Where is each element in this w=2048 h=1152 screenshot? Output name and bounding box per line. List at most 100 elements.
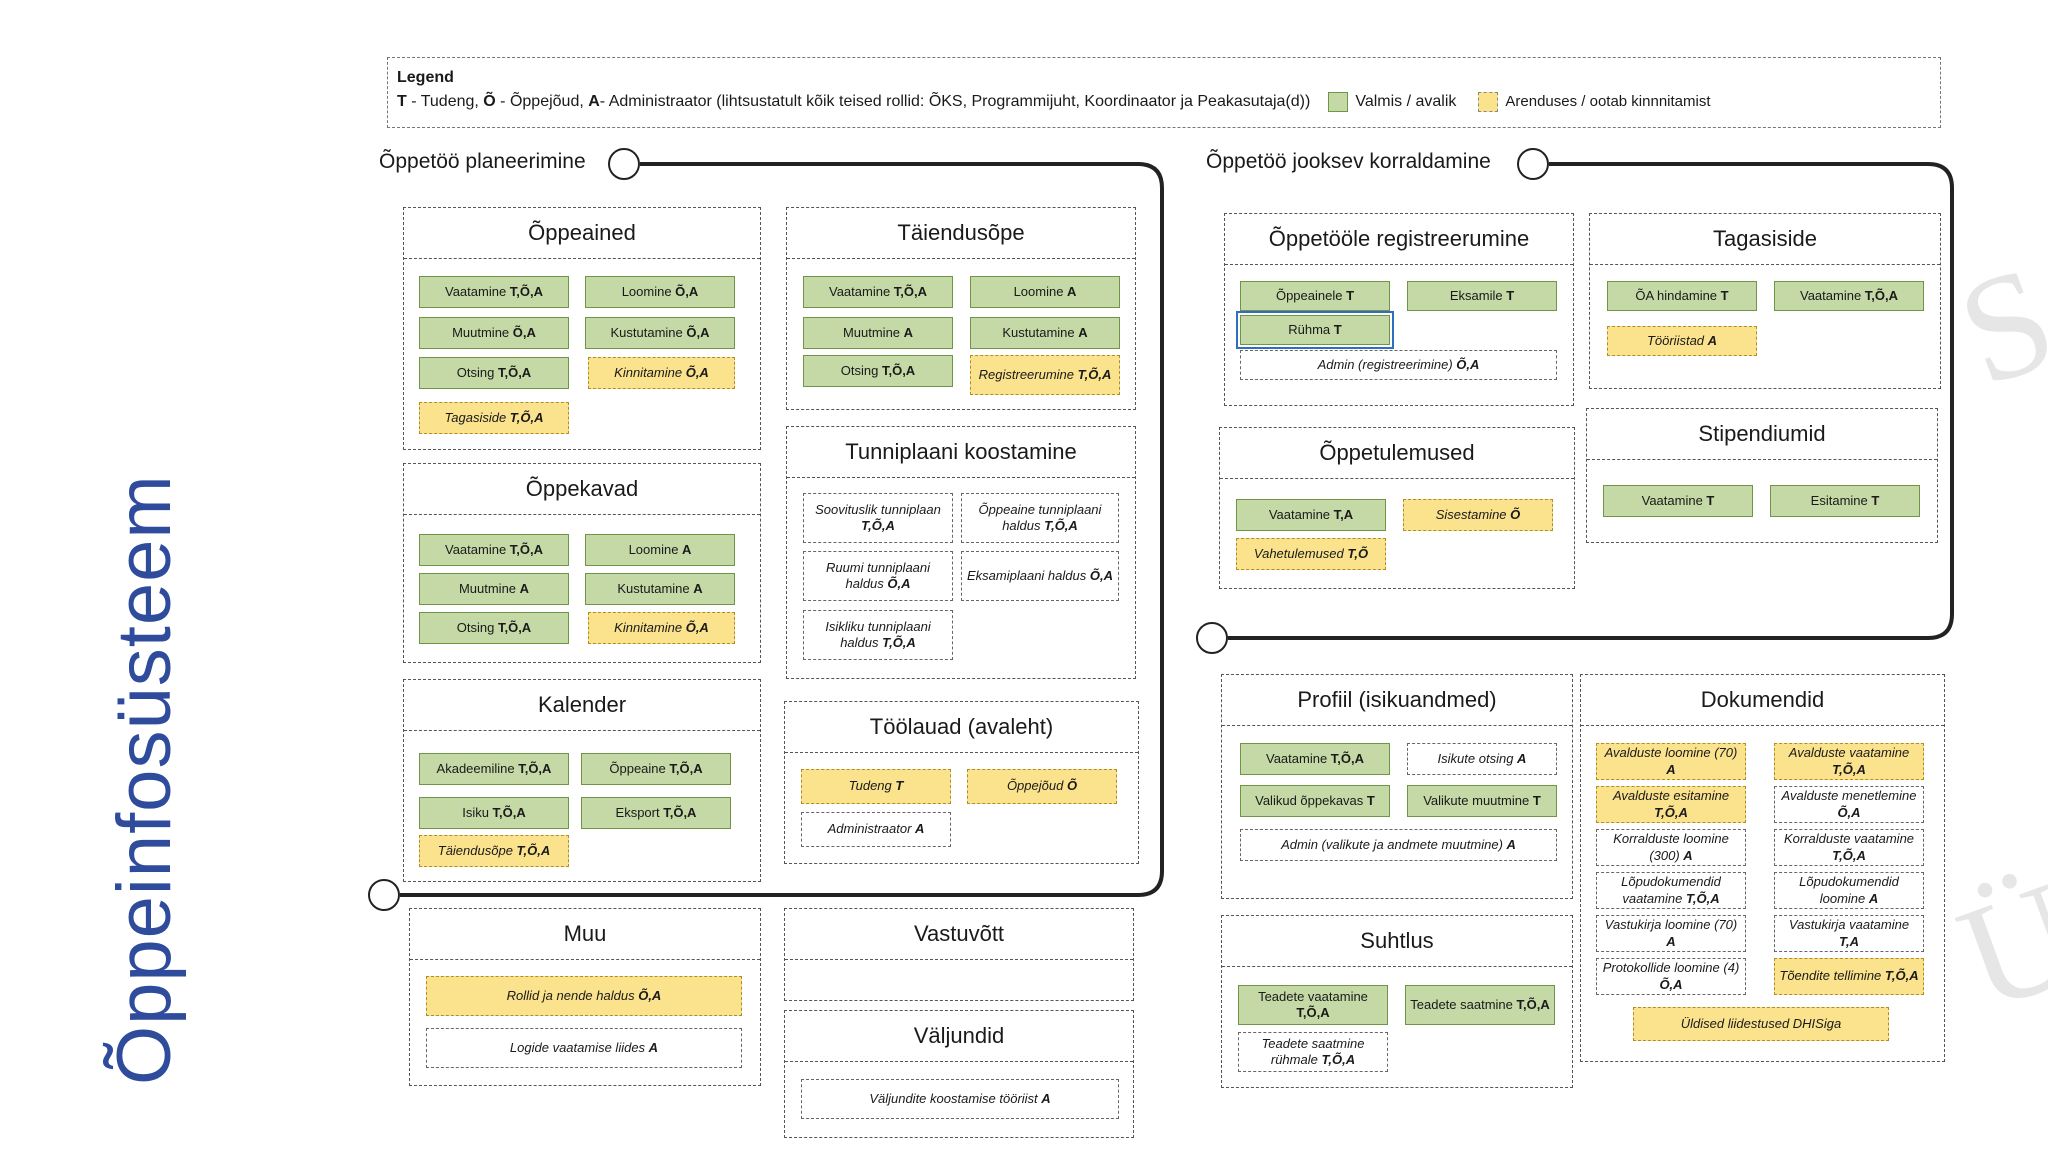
feature-chip-content: Loomine A — [1014, 284, 1077, 300]
feature-chip[interactable]: Vaatamine T,Õ,A — [803, 276, 953, 308]
feature-chip[interactable]: Teadete saatmine T,Õ,A — [1405, 985, 1555, 1025]
feature-chip[interactable]: Vaatamine T — [1603, 485, 1753, 517]
feature-chip[interactable]: Avalduste loomine (70) A — [1596, 743, 1746, 780]
feature-roles: A — [1506, 836, 1516, 852]
feature-chip[interactable]: Tööriistad A — [1607, 326, 1757, 356]
feature-chip[interactable]: Sisestamine Õ — [1403, 499, 1553, 531]
feature-chip[interactable]: Registreerumine T,Õ,A — [970, 355, 1120, 395]
feature-chip[interactable]: Otsing T,Õ,A — [803, 355, 953, 387]
feature-roles: A — [903, 324, 914, 340]
feature-chip[interactable]: Avalduste esitamine T,Õ,A — [1596, 786, 1746, 823]
feature-chip[interactable]: Logide vaatamise liides A — [426, 1028, 742, 1068]
feature-chip[interactable]: Muutmine A — [419, 573, 569, 605]
feature-chip[interactable]: Vastukirja vaatamine T,A — [1774, 915, 1924, 952]
feature-chip[interactable]: Lõpudokumendid vaatamine T,Õ,A — [1596, 872, 1746, 909]
feature-chip[interactable]: Õppejõud Õ — [967, 769, 1117, 804]
feature-chip[interactable]: Vaatamine T,Õ,A — [419, 276, 569, 308]
feature-chip[interactable]: Kustutamine Õ,A — [585, 317, 735, 349]
feature-chip[interactable]: Loomine A — [585, 534, 735, 566]
feature-chip-content: Kustutamine A — [1002, 325, 1087, 341]
feature-label: Vaatamine — [1268, 506, 1334, 522]
feature-label: Vaatamine — [828, 283, 894, 299]
feature-label: Avalduste menetlemine — [1781, 788, 1921, 804]
feature-chip[interactable]: Vaatamine T,A — [1236, 499, 1386, 531]
feature-chip[interactable]: Loomine Õ,A — [585, 276, 735, 308]
feature-chip[interactable]: Rühma T — [1236, 311, 1394, 349]
feature-roles: Õ,A — [1659, 976, 1683, 992]
feature-chip[interactable]: Eksamiplaani haldus Õ,A — [961, 551, 1119, 601]
feature-chip[interactable]: Vaatamine T,Õ,A — [1240, 743, 1390, 775]
feature-label: Teadete saatmine — [1410, 996, 1517, 1012]
feature-chip[interactable]: Vaatamine T,Õ,A — [1774, 281, 1924, 311]
feature-chip[interactable]: Soovituslik tunniplaan T,Õ,A — [803, 493, 953, 543]
feature-chip[interactable]: Loomine A — [970, 276, 1120, 308]
feature-chip[interactable]: Korralduste vaatamine T,Õ,A — [1774, 829, 1924, 866]
feature-chip[interactable]: Õppeaine tunniplaani haldus T,Õ,A — [961, 493, 1119, 543]
feature-chip[interactable]: Vaatamine T,Õ,A — [419, 534, 569, 566]
feature-chip[interactable]: Isikute otsing A — [1407, 743, 1557, 775]
feature-chip-content: Otsing T,Õ,A — [457, 365, 531, 381]
feature-chip[interactable]: Kinnitamine Õ,A — [588, 612, 735, 644]
feature-chip[interactable]: Esitamine T — [1770, 485, 1920, 517]
feature-chip[interactable]: Kustutamine A — [585, 573, 735, 605]
legend-ready-label: Valmis / avalik — [1355, 93, 1457, 110]
feature-chip[interactable]: Protokollide loomine (4) Õ,A — [1596, 958, 1746, 995]
feature-chip[interactable]: Ruumi tunniplaani haldus Õ,A — [803, 551, 953, 601]
feature-chip[interactable]: Õppeainele T — [1240, 281, 1390, 311]
feature-chip-content: Tudeng T — [849, 778, 904, 794]
feature-chip[interactable]: Lõpudokumendid loomine A — [1774, 872, 1924, 909]
feature-chip[interactable]: Kustutamine A — [970, 317, 1120, 349]
feature-chip[interactable]: Õppeaine T,Õ,A — [581, 753, 731, 785]
page-title: Õppeinfosüsteem — [102, 474, 187, 1085]
feature-chip[interactable]: Eksport T,Õ,A — [581, 797, 731, 829]
feature-chip[interactable]: Vahetulemused T,Õ — [1236, 538, 1386, 570]
feature-chip-content: Protokollide loomine (4) Õ,A — [1600, 960, 1742, 993]
feature-chip[interactable]: ÕA hindamine T — [1607, 281, 1757, 311]
feature-label: Õppeainele — [1275, 287, 1347, 303]
feature-chip[interactable]: Tagasiside T,Õ,A — [419, 402, 569, 434]
feature-roles: T,A — [1333, 506, 1354, 522]
feature-chip[interactable]: Akadeemiline T,Õ,A — [419, 753, 569, 785]
feature-label: ÕA hindamine — [1635, 287, 1721, 303]
feature-label: Valikute muutmine — [1423, 792, 1533, 808]
feature-chip[interactable]: Rollid ja nende haldus Õ,A — [426, 976, 742, 1016]
feature-chip[interactable]: Üldised liidestused DHISiga — [1633, 1007, 1889, 1041]
feature-chip-content: Vahetulemused T,Õ — [1254, 546, 1368, 562]
feature-label: Avalduste esitamine — [1612, 788, 1733, 804]
feature-chip[interactable]: Väljundite koostamise tööriist A — [801, 1079, 1119, 1119]
feature-chip[interactable]: Vastukirja loomine (70) A — [1596, 915, 1746, 952]
feature-chip[interactable]: Admin (registreerimine) Õ,A — [1240, 350, 1557, 380]
feature-label: Avalduste vaatamine — [1788, 745, 1913, 761]
feature-roles: T — [1506, 287, 1515, 303]
feature-chip[interactable]: Teadete vaatamine T,Õ,A — [1238, 985, 1388, 1025]
feature-chip[interactable]: Eksamile T — [1407, 281, 1557, 311]
feature-chip[interactable]: Avalduste menetlemine Õ,A — [1774, 786, 1924, 823]
feature-chip-content: Teadete vaatamine T,Õ,A — [1242, 989, 1384, 1022]
feature-roles: Õ,A — [675, 283, 699, 299]
feature-chip-content: Rollid ja nende haldus Õ,A — [507, 988, 662, 1004]
feature-chip[interactable]: Otsing T,Õ,A — [419, 357, 569, 389]
feature-label: Väljundite koostamise tööriist — [869, 1090, 1042, 1106]
feature-chip[interactable]: Valikute muutmine T — [1407, 785, 1557, 817]
feature-chip[interactable]: Isiku T,Õ,A — [419, 797, 569, 829]
feature-label: Lõpudokumendid vaatamine — [1621, 874, 1725, 906]
feature-chip[interactable]: Avalduste vaatamine T,Õ,A — [1774, 743, 1924, 780]
feature-chip[interactable]: Teadete saatmine rühmale T,Õ,A — [1238, 1032, 1388, 1072]
feature-chip[interactable]: Tõendite tellimine T,Õ,A — [1774, 958, 1924, 995]
feature-chip[interactable]: Muutmine A — [803, 317, 953, 349]
feature-chip-content: Korralduste vaatamine T,Õ,A — [1778, 831, 1920, 864]
feature-chip[interactable]: Admin (valikute ja andmete muutmine) A — [1240, 829, 1557, 861]
feature-chip-content: Eksamiplaani haldus Õ,A — [967, 568, 1113, 584]
feature-chip[interactable]: Kinnitamine Õ,A — [588, 357, 735, 389]
feature-chip[interactable]: Korralduste loomine (300) A — [1596, 829, 1746, 866]
feature-chip[interactable]: Täiendusõpe T,Õ,A — [419, 835, 569, 867]
feature-chip[interactable]: Valikud õppekavas T — [1240, 785, 1390, 817]
feature-roles: A — [682, 541, 692, 557]
feature-chip[interactable]: Tudeng T — [801, 769, 951, 804]
feature-roles: T,Õ,A — [893, 283, 928, 299]
feature-chip[interactable]: Administraator A — [801, 812, 951, 847]
feature-chip[interactable]: Otsing T,Õ,A — [419, 612, 569, 644]
feature-chip-content: Admin (registreerimine) Õ,A — [1318, 357, 1480, 373]
feature-chip[interactable]: Muutmine Õ,A — [419, 317, 569, 349]
feature-chip[interactable]: Isikliku tunniplaani haldus T,Õ,A — [803, 610, 953, 660]
